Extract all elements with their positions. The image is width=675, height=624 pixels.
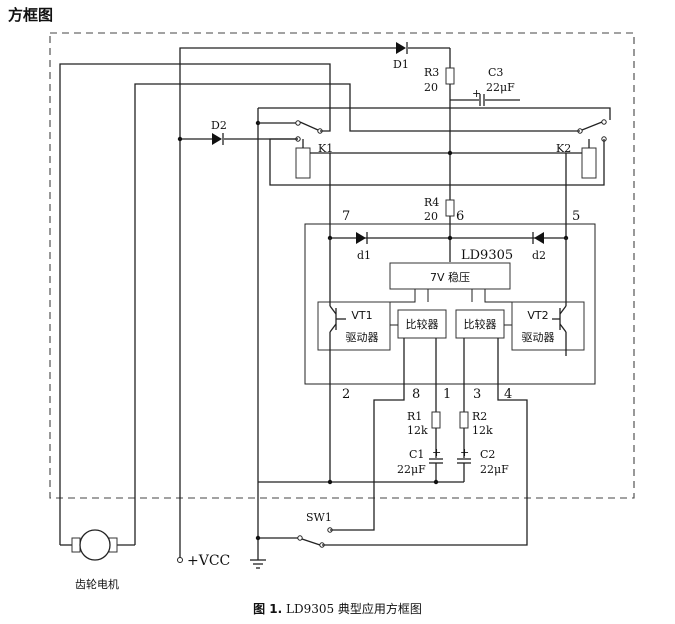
comparator-1: [397, 309, 447, 339]
ic-ld9305: [304, 223, 596, 385]
r1-value: 12k: [407, 424, 428, 437]
capacitor-c2: [457, 458, 471, 464]
r1-label: R1: [407, 410, 422, 423]
c3-label: C3: [488, 66, 503, 79]
c1-value: 22μF: [397, 463, 426, 476]
r2-label: R2: [472, 410, 487, 423]
diode-internal-d2: [532, 232, 544, 244]
pin-2: 2: [342, 387, 350, 402]
relay-coil-k1: [295, 147, 311, 179]
diode-internal-d1: [356, 232, 368, 244]
d2-internal-label: d2: [532, 249, 546, 262]
d1-label: D1: [393, 58, 409, 71]
c2-value: 22μF: [480, 463, 509, 476]
diode-d2: [212, 133, 224, 145]
caption-text: LD9305 典型应用方框图: [285, 602, 422, 616]
vcc-label: +VCC: [187, 553, 230, 569]
resistor-r3: [445, 67, 455, 85]
d2-label: D2: [211, 119, 227, 132]
comparator-2: [455, 309, 505, 339]
pin-4: 4: [504, 387, 512, 402]
sw1-label: SW1: [306, 511, 332, 524]
figure-caption: 图 1. LD9305 典型应用方框图: [0, 600, 675, 617]
k2-label: K2: [556, 142, 571, 155]
k1-label: K1: [318, 142, 333, 155]
driver1-label: 驱动器: [346, 331, 379, 344]
transistor-vt2: [552, 305, 567, 333]
c1-label: C1: [409, 448, 424, 461]
svg-text:+: +: [432, 446, 441, 459]
d1-internal-label: d1: [357, 249, 371, 262]
r3-value: 20: [424, 81, 438, 94]
pin-8: 8: [412, 387, 420, 402]
r4-label: R4: [424, 196, 439, 209]
diode-d1: [396, 42, 408, 54]
r4-value: 20: [424, 210, 438, 223]
relay-coil-k2: [581, 147, 597, 179]
driver2-label: 驱动器: [522, 331, 555, 344]
vt2-label: VT2: [527, 309, 548, 322]
comparator2-label: 比较器: [464, 317, 497, 331]
pin-7: 7: [342, 209, 350, 224]
ground-icon: [250, 545, 266, 569]
regulator-block: [389, 262, 511, 290]
ic-name: LD9305: [461, 248, 513, 263]
resistor-r2: [459, 411, 469, 429]
svg-text:+: +: [460, 446, 469, 459]
resistor-r1: [431, 411, 441, 429]
page-title: 方框图: [8, 6, 54, 24]
pin-1: 1: [443, 387, 451, 402]
module-boundary: [49, 32, 635, 499]
switch-sw1: [297, 527, 333, 548]
c3-value: 22μF: [486, 81, 515, 94]
r3-label: R3: [424, 66, 439, 79]
capacitor-c1: [429, 458, 443, 464]
capacitor-c3: [479, 94, 485, 106]
motor-label: 齿轮电机: [75, 577, 119, 591]
resistor-r4: [445, 199, 455, 217]
driver-block-vt2: [511, 301, 585, 351]
vcc-terminal-icon: [177, 557, 183, 563]
svg-text:+: +: [472, 87, 481, 100]
vt1-label: VT1: [351, 309, 372, 322]
caption-prefix: 图 1.: [253, 602, 283, 616]
r2-value: 12k: [472, 424, 493, 437]
c2-label: C2: [480, 448, 495, 461]
transistor-vt1: [329, 305, 346, 333]
pin-6: 6: [456, 209, 464, 224]
pin-3: 3: [473, 387, 481, 402]
pin-5: 5: [572, 209, 580, 224]
comparator1-label: 比较器: [406, 317, 439, 331]
regulator-label: 7V 稳压: [430, 270, 470, 284]
gear-motor-icon: [71, 529, 118, 561]
